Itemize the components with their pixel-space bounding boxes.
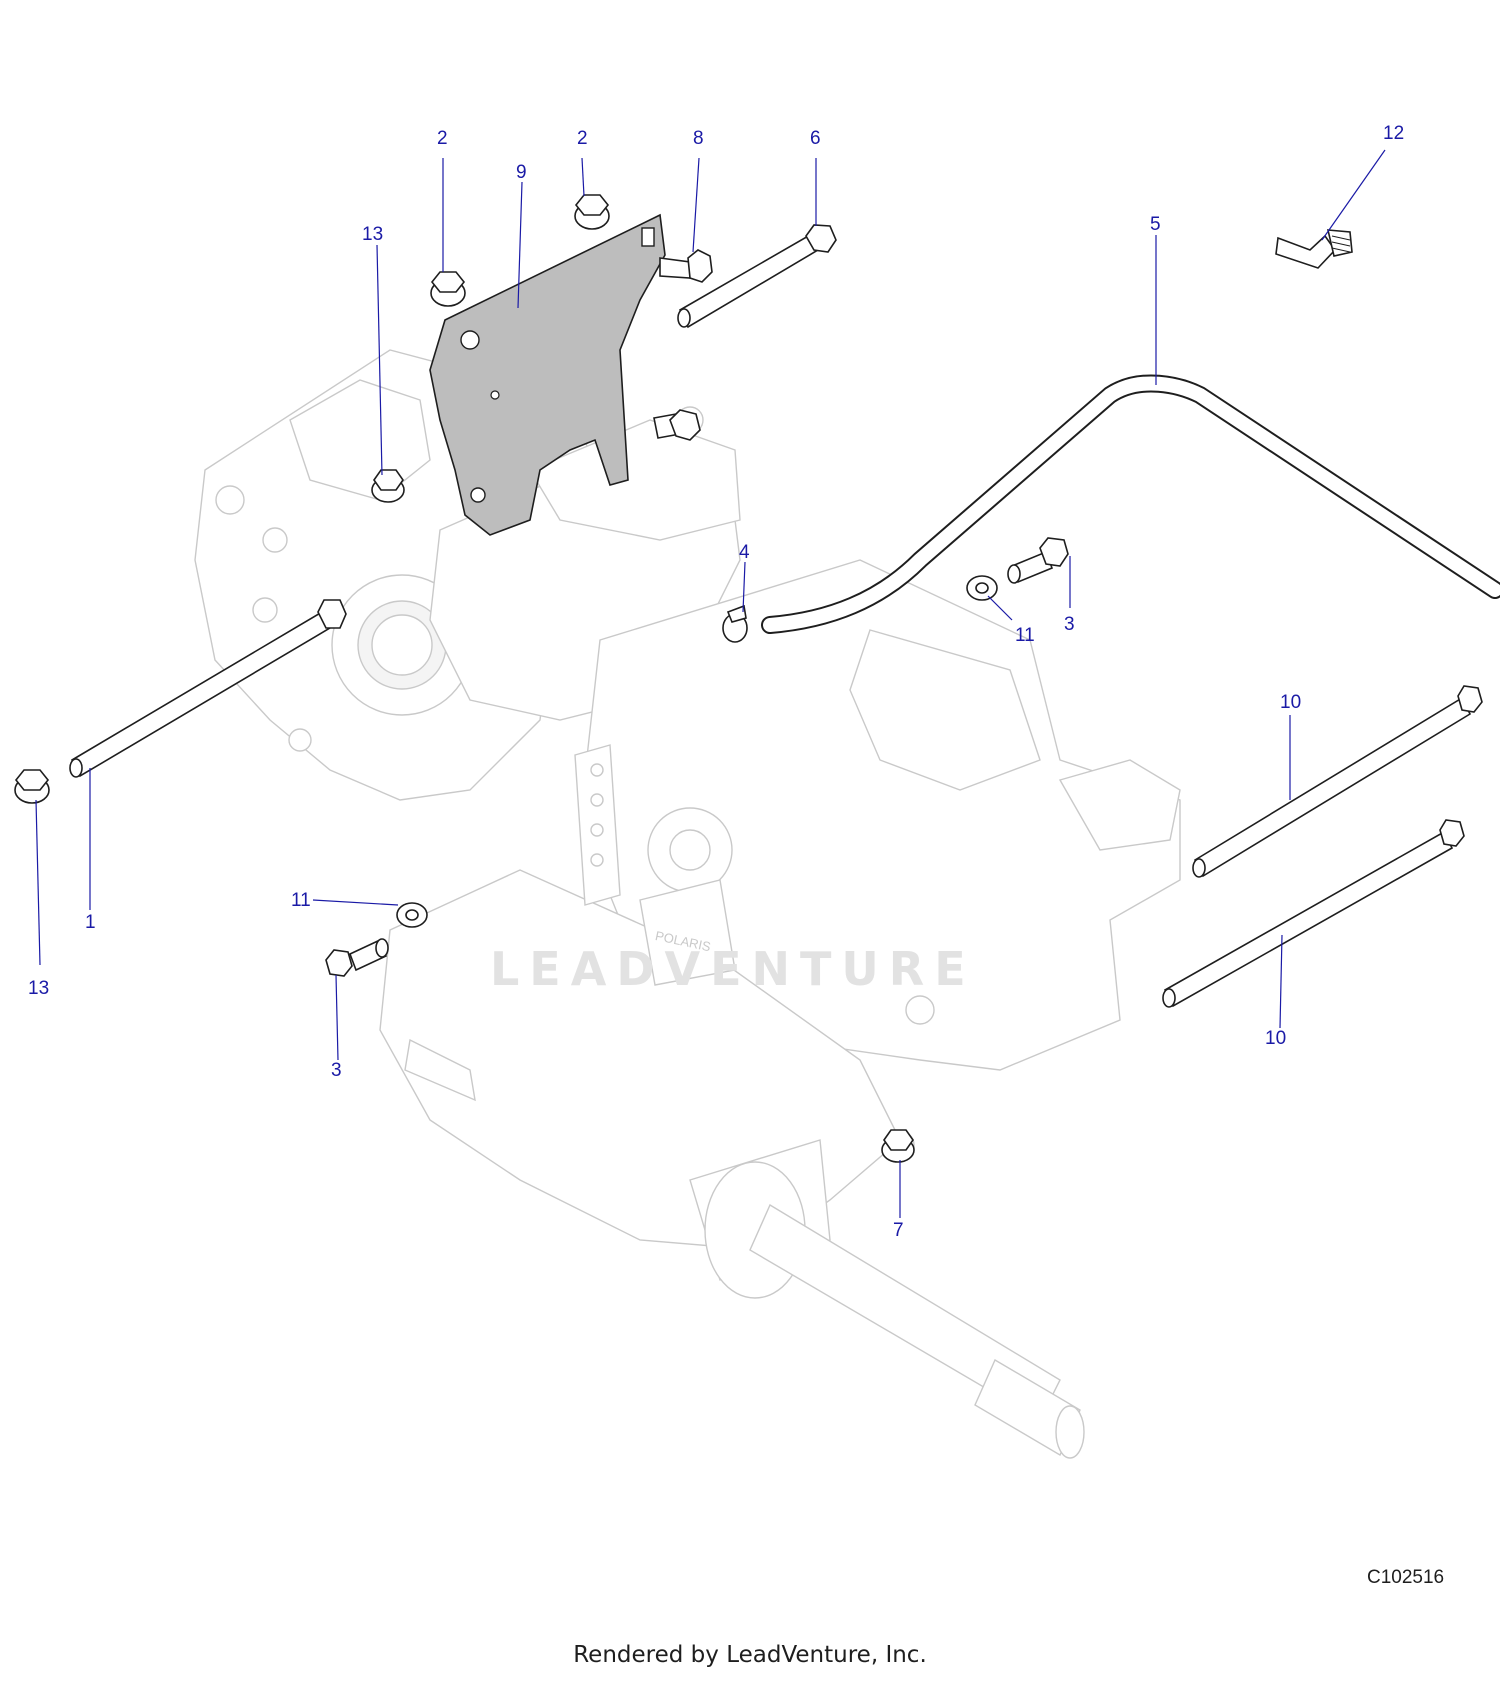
elbow-fitting — [1275, 229, 1353, 269]
diagram-code: C102516 — [1367, 1567, 1445, 1588]
through-bolt — [69, 599, 347, 778]
washer-11-left — [396, 902, 428, 928]
callout-5: 5 — [1150, 214, 1161, 235]
callout-8: 8 — [693, 128, 704, 149]
flange-nut-upper-center — [574, 194, 610, 230]
callout-7: 7 — [893, 1220, 904, 1241]
callout-11a: 11 — [1015, 625, 1035, 646]
callout-4: 4 — [739, 542, 750, 563]
callout-13a: 13 — [362, 224, 383, 245]
long-stud-lower — [1162, 819, 1465, 1008]
leadventure-watermark: LEADVENTURE — [490, 942, 976, 996]
callout-3b: 3 — [331, 1060, 342, 1081]
flange-nut-13-lower — [14, 769, 50, 804]
render-credit: Rendered by LeadVenture, Inc. — [573, 1642, 927, 1668]
long-stud-upper — [1192, 685, 1483, 878]
flange-nut-13-upper — [371, 469, 405, 503]
callout-9: 9 — [516, 162, 527, 183]
washer-11-right — [966, 575, 998, 601]
callout-6: 6 — [810, 128, 821, 149]
callout-2b: 2 — [577, 128, 588, 149]
callout-13b: 13 — [28, 978, 49, 999]
long-mounting-bolt — [677, 224, 837, 329]
callout-1: 1 — [85, 912, 96, 933]
hose-clamp — [722, 604, 748, 643]
leader-lines — [35, 149, 1386, 1218]
callout-2a: 2 — [437, 128, 448, 149]
housing-top-bolt — [653, 409, 701, 441]
bolt-3-left — [325, 938, 389, 977]
transmission-housing: POLARIS — [194, 349, 1181, 1459]
mounting-bracket-plate — [429, 213, 666, 536]
flange-nut-upper-left — [430, 271, 466, 307]
flange-nut-7 — [881, 1129, 915, 1163]
callout-11b: 11 — [291, 890, 311, 911]
short-bolt — [659, 249, 713, 283]
callout-12: 12 — [1383, 123, 1404, 144]
bolt-3-right — [1007, 537, 1069, 584]
callout-10a: 10 — [1280, 692, 1301, 713]
callout-10b: 10 — [1265, 1028, 1286, 1049]
callout-3a: 3 — [1064, 614, 1075, 635]
